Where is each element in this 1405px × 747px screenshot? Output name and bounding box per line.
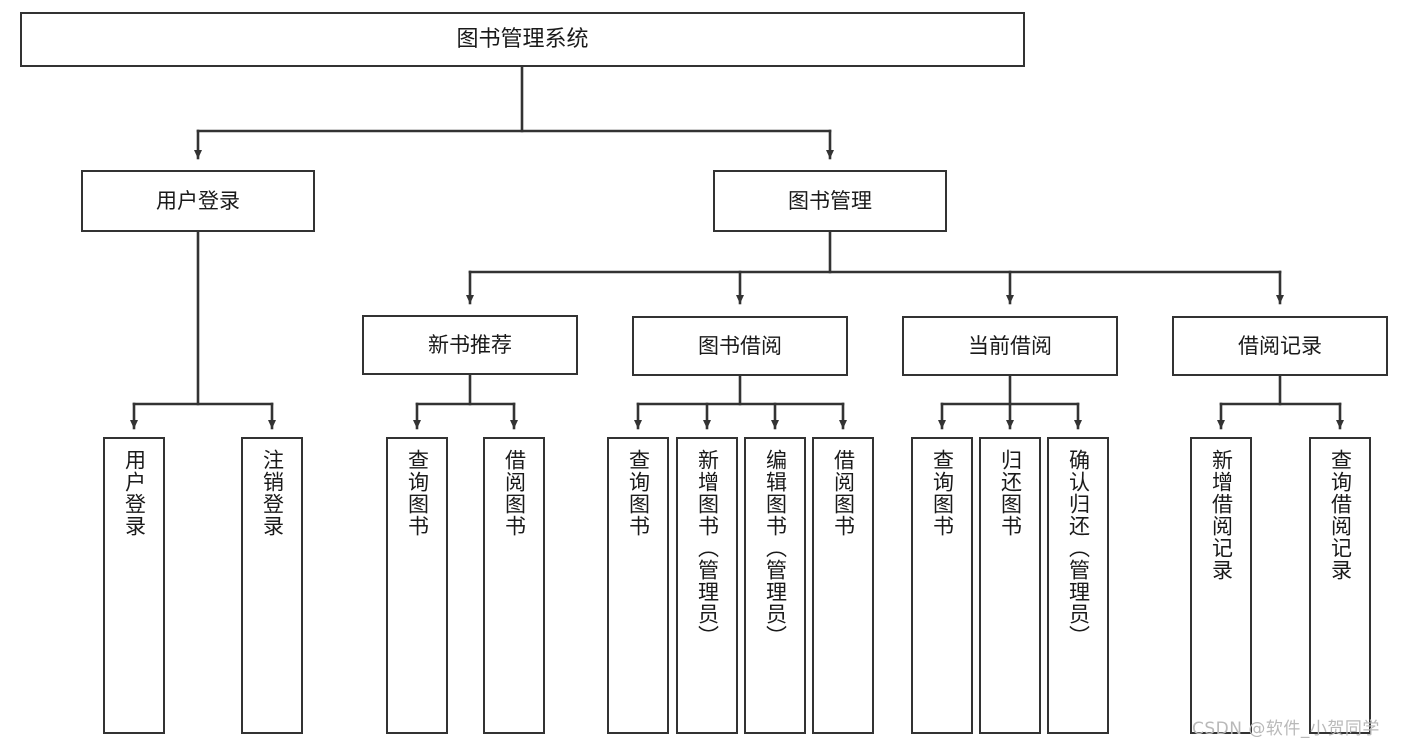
node-label: 新书推荐 [428,332,512,357]
node-book-borrow[interactable]: 图书借阅 [632,316,848,376]
node-user-login[interactable]: 用户登录 [81,170,315,232]
node-label: 图书管理系统 [456,26,589,52]
node-label: 用户登录 [122,449,147,537]
node-label: 确认归还（管理员） [1066,449,1091,647]
node-new-book-recommend[interactable]: 新书推荐 [362,315,578,375]
leaf-recommend-query-book[interactable]: 查询图书 [386,437,448,734]
node-current-borrow[interactable]: 当前借阅 [902,316,1118,376]
node-label: 查询图书 [405,449,430,537]
leaf-borrow-edit-book-admin[interactable]: 编辑图书（管理员） [744,437,806,734]
node-root-system[interactable]: 图书管理系统 [20,12,1025,67]
node-label: 借阅图书 [831,449,856,537]
node-label: 归还图书 [998,449,1023,537]
leaf-record-add-record[interactable]: 新增借阅记录 [1190,437,1252,734]
node-label: 编辑图书（管理员） [763,449,788,647]
node-label: 查询借阅记录 [1328,449,1353,581]
node-label: 查询图书 [930,449,955,537]
leaf-borrow-add-book-admin[interactable]: 新增图书（管理员） [676,437,738,734]
leaf-user-login-signout[interactable]: 注销登录 [241,437,303,734]
leaf-borrow-query-book[interactable]: 查询图书 [607,437,669,734]
node-label: 用户登录 [156,188,240,213]
leaf-record-query-record[interactable]: 查询借阅记录 [1309,437,1371,734]
leaf-current-query-book[interactable]: 查询图书 [911,437,973,734]
leaf-borrow-borrow-book[interactable]: 借阅图书 [812,437,874,734]
node-label: 新增图书（管理员） [695,449,720,647]
leaf-recommend-borrow-book[interactable]: 借阅图书 [483,437,545,734]
leaf-current-confirm-return-admin[interactable]: 确认归还（管理员） [1047,437,1109,734]
node-label: 图书管理 [788,188,872,213]
node-book-management[interactable]: 图书管理 [713,170,947,232]
node-label: 图书借阅 [698,333,782,358]
node-label: 借阅图书 [502,449,527,537]
csdn-watermark: CSDN @软件_小贺同学 [1192,719,1380,739]
node-label: 新增借阅记录 [1209,449,1234,581]
node-label: 注销登录 [260,449,285,537]
node-borrow-record[interactable]: 借阅记录 [1172,316,1388,376]
node-label: 查询图书 [626,449,651,537]
leaf-user-login-signin[interactable]: 用户登录 [103,437,165,734]
node-label: 借阅记录 [1238,333,1322,358]
leaf-current-return-book[interactable]: 归还图书 [979,437,1041,734]
node-label: 当前借阅 [968,333,1052,358]
